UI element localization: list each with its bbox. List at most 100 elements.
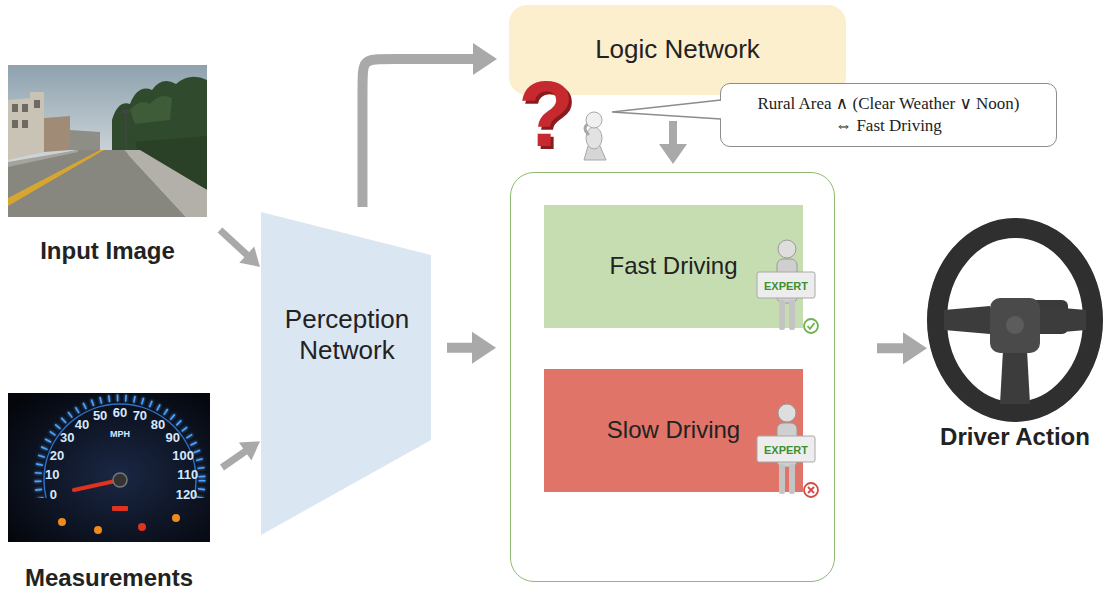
label-holder: 40 [75, 415, 89, 433]
caption-holder: Driver Action [890, 423, 1114, 452]
speed-scale-number: 50 [93, 408, 107, 423]
speedometer-photo [44, 404, 196, 498]
speedometer-photo [113, 473, 127, 487]
speed-scale-number: 90 [166, 430, 180, 445]
speedometer-photo [138, 523, 146, 531]
arrowhead [472, 332, 496, 364]
speedometer-photo [8, 393, 210, 562]
network-name: Perception Network [268, 304, 426, 366]
trapezoid-shape [261, 212, 431, 535]
connector-arrow [659, 121, 687, 164]
road-photo [125, 112, 127, 150]
road-photo [130, 96, 172, 124]
logic-rule: Rural Area ∧ (Clear Weather ∨ Noon) ⇔ Fa… [753, 93, 1025, 137]
road-photo [8, 65, 207, 217]
road-photo [12, 104, 18, 112]
speed-scale-number: 100 [172, 448, 194, 463]
thinking-figure [586, 127, 602, 149]
steering-wheel-picture [1006, 316, 1024, 334]
thinking-figure [584, 112, 606, 160]
expert-sign-text: EXPERT [764, 444, 808, 456]
speed-scale-number: 20 [50, 448, 64, 463]
road-photo [22, 104, 28, 112]
steering-wheel-picture [929, 220, 1101, 420]
label-holder: 60 [113, 403, 127, 421]
speed-scale-number: 60 [113, 405, 127, 420]
arrowhead [903, 332, 927, 364]
road-photo [44, 116, 70, 152]
network-name: Logic Network [595, 34, 760, 65]
speedometer-photo [8, 393, 210, 542]
road-photo [8, 150, 78, 167]
arrowhead [473, 43, 497, 75]
speed-scale-number: 0 [50, 487, 57, 502]
speed-scale-number: 120 [176, 487, 198, 502]
steering-wheel-picture [929, 220, 1101, 420]
expert-name: Fast Driving [609, 252, 737, 281]
road-photo [8, 150, 104, 206]
callout-tail [612, 100, 723, 119]
callout-tail [612, 100, 723, 119]
speedometer-photo [38, 398, 202, 498]
label-holder: 50 [93, 406, 107, 424]
image-caption: Measurements [0, 564, 250, 593]
slow-driving-box: Slow Driving [544, 369, 803, 492]
connector-arrow [447, 332, 496, 364]
expert-figure [778, 404, 796, 422]
label-holder: 100 [172, 446, 194, 464]
road-photo [34, 100, 40, 108]
expert-figure [779, 464, 785, 494]
label-holder: 20 [50, 446, 64, 464]
label-holder: MPH [110, 423, 130, 441]
expert-figure [808, 323, 815, 329]
callout-tail [612, 100, 721, 119]
expert-figure [779, 300, 785, 330]
speedometer-photo [94, 526, 102, 534]
label-holder: 90 [166, 428, 180, 446]
expert-figure [789, 464, 795, 494]
label-holder: 0 [50, 485, 57, 503]
speed-unit: MPH [110, 429, 130, 439]
expert-figure [778, 240, 796, 258]
label-holder: EXPERT [764, 276, 808, 294]
label-holder: 80 [151, 415, 165, 433]
label-holder: 10 [45, 465, 59, 483]
speed-scale-number: 30 [60, 430, 74, 445]
steering-wheel-picture [1040, 306, 1086, 334]
caption-holder: Measurements [0, 564, 250, 593]
road-photo [12, 120, 18, 128]
speedometer-photo [58, 518, 66, 526]
speedometer-photo [112, 506, 128, 511]
expert-figure [757, 404, 818, 497]
expert-figure [804, 319, 818, 333]
road-photo [22, 120, 28, 128]
steering-wheel-picture [1000, 350, 1030, 404]
expert-figure [757, 272, 815, 298]
label-holder: 30 [60, 428, 74, 446]
expert-figure [757, 240, 818, 333]
perception-network: Perception Network [261, 212, 433, 535]
steering-wheel: Driver Action [930, 225, 1100, 415]
speed-scale-number: 110 [177, 467, 198, 482]
expert-figure [789, 300, 795, 330]
connector-arrow [222, 441, 260, 467]
image-caption: Input Image [0, 237, 247, 266]
question-mark: ? [518, 63, 574, 165]
arrowhead [659, 144, 687, 164]
caption-holder: Input Image [0, 237, 247, 266]
speed-scale-number: 40 [75, 417, 89, 432]
expert-container: Fast DrivingSlow Driving [510, 172, 835, 582]
steering-wheel-picture [944, 306, 990, 334]
label-holder: 70 [133, 406, 147, 424]
expert-sign-text: EXPERT [764, 280, 808, 292]
road-photo [122, 110, 130, 113]
image-caption: Driver Action [890, 423, 1114, 452]
label-holder: 110 [177, 465, 198, 483]
fast-driving-box: Fast Driving [544, 205, 803, 328]
expert-name: Slow Driving [607, 416, 740, 445]
road-photo [70, 130, 100, 150]
connector-arrow [362, 43, 497, 207]
steering-wheel-picture [990, 298, 1040, 353]
label-holder: EXPERT [764, 440, 808, 458]
